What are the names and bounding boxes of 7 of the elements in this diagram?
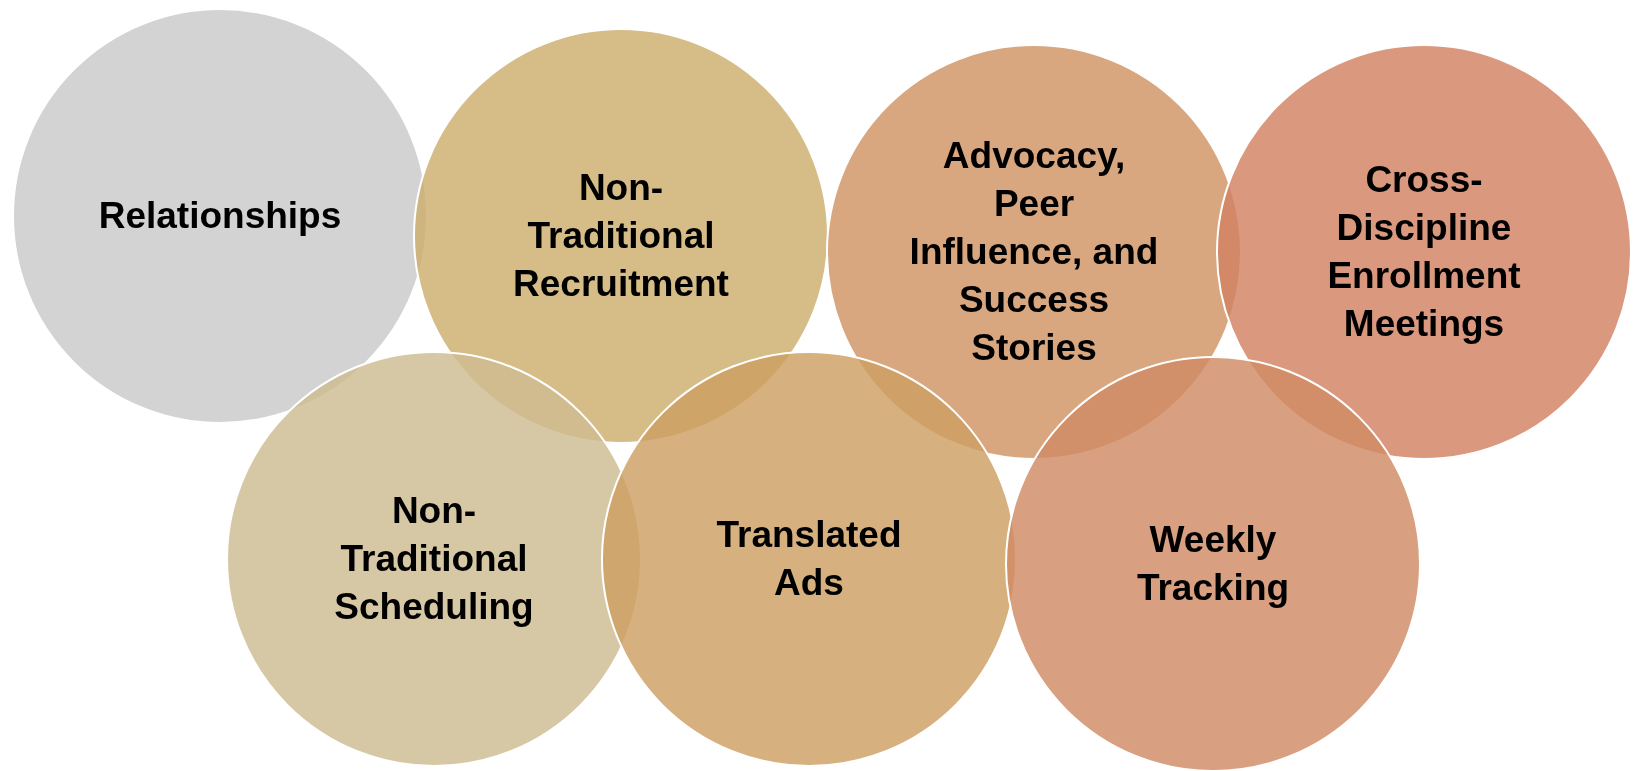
- circle-label: Advocacy, Peer Influence, and Success Stories: [909, 133, 1159, 371]
- circle-label: Translated Ads: [715, 512, 903, 605]
- circle-label: Weekly Tracking: [1135, 517, 1291, 610]
- circle-label: Cross-Discipline Enrollment Meetings: [1326, 157, 1522, 347]
- circle-label: Non-Traditional Recruitment: [512, 165, 730, 307]
- circle-label: Non-Traditional Scheduling: [333, 488, 535, 630]
- circle-label: Relationships: [97, 193, 343, 238]
